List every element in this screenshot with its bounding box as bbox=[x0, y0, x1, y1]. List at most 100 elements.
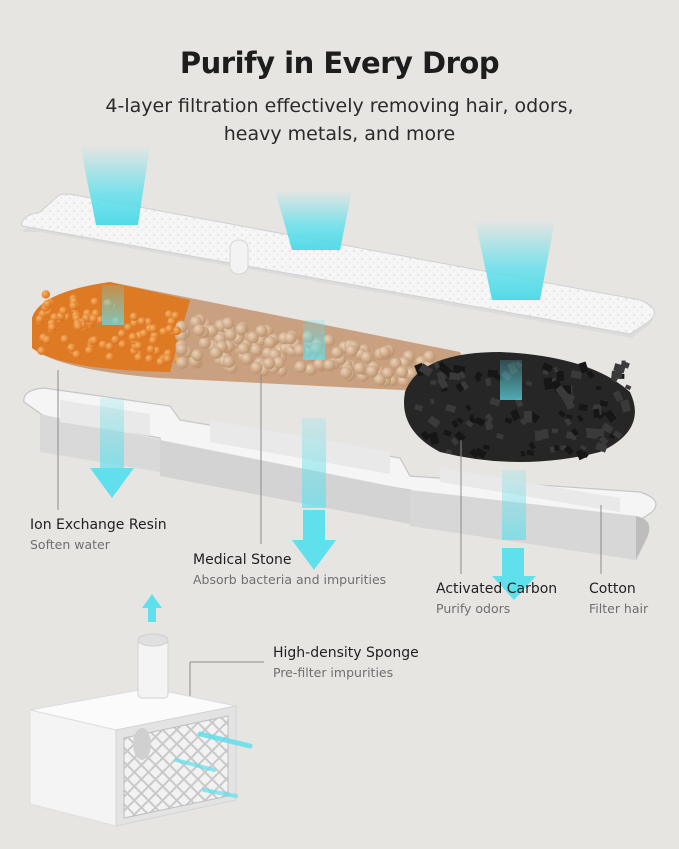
stone-bead bbox=[198, 337, 211, 349]
layer-name: Cotton bbox=[589, 581, 636, 597]
resin-bead bbox=[41, 290, 50, 299]
layer-description: Soften water bbox=[30, 537, 110, 552]
resin-bead bbox=[111, 335, 120, 344]
carbon-chunk bbox=[616, 369, 623, 379]
carbon-chunk bbox=[575, 449, 586, 461]
carbon-chunk bbox=[624, 384, 632, 391]
resin-bead bbox=[60, 334, 69, 344]
resin-bead bbox=[73, 322, 83, 331]
carbon-chunk bbox=[526, 449, 535, 456]
carbon-chunk bbox=[487, 369, 498, 378]
resin-bead bbox=[134, 353, 143, 362]
callout-lines bbox=[57, 370, 602, 708]
carbon-chunk bbox=[564, 417, 572, 427]
carbon-chunk bbox=[465, 419, 474, 428]
carbon-chunk bbox=[474, 374, 481, 382]
carbon-chunk bbox=[593, 408, 600, 418]
stone-bead bbox=[340, 366, 352, 379]
stone-bead bbox=[241, 352, 254, 365]
carbon-chunk bbox=[474, 417, 486, 427]
resin-bead bbox=[129, 312, 139, 321]
layer-description: Purify odors bbox=[436, 601, 511, 616]
resin-bead bbox=[89, 314, 98, 324]
subtitle-line-1: 4-layer filtration effectively removing … bbox=[105, 95, 574, 117]
stone-bead bbox=[247, 331, 259, 344]
carbon-chunk bbox=[455, 382, 465, 393]
carbon-chunk bbox=[475, 371, 483, 379]
resin-bead bbox=[69, 301, 78, 310]
resin-bead bbox=[165, 324, 174, 334]
stone-bead bbox=[331, 346, 344, 359]
stone-bead bbox=[193, 324, 206, 337]
carbon-chunk bbox=[534, 430, 543, 441]
resin-bead bbox=[145, 354, 154, 363]
resin-bead bbox=[72, 350, 81, 359]
resin-bead bbox=[163, 354, 172, 363]
carbon-chunk bbox=[612, 390, 624, 403]
stone-bead bbox=[378, 346, 391, 359]
carbon-chunk bbox=[487, 424, 494, 429]
layer-description: Filter hair bbox=[589, 601, 649, 616]
carbon-chunk bbox=[449, 372, 461, 380]
carbon-chunk bbox=[523, 410, 533, 423]
carbon-chunk bbox=[586, 370, 595, 379]
carbon-chunk bbox=[541, 362, 553, 373]
resin-bead bbox=[156, 357, 165, 367]
resin-bead bbox=[172, 326, 181, 336]
water-streams bbox=[102, 285, 522, 400]
label-cotton: Cotton Filter hair bbox=[589, 580, 648, 618]
resin-bead bbox=[85, 346, 94, 355]
carbon-chunk bbox=[599, 435, 609, 445]
resin-bead bbox=[164, 310, 174, 319]
label-ion-exchange-resin: Ion Exchange Resin Soften water bbox=[30, 516, 167, 554]
stone-bead bbox=[423, 350, 436, 363]
stone-bead bbox=[373, 373, 386, 386]
carbon-chunk bbox=[585, 427, 592, 433]
resin-bead bbox=[98, 340, 108, 349]
resin-bead bbox=[105, 352, 115, 362]
carbon-chunk bbox=[468, 417, 476, 423]
stone-bead bbox=[366, 365, 379, 378]
carbon-chunk bbox=[510, 409, 521, 421]
carbon-chunk bbox=[549, 446, 555, 453]
stone-bead bbox=[176, 356, 189, 369]
resin-bead bbox=[167, 317, 176, 326]
carbon-chunk bbox=[519, 418, 527, 426]
stone-bead bbox=[272, 356, 285, 369]
resin-bead bbox=[130, 318, 139, 328]
carbon-chunk bbox=[495, 433, 504, 440]
layer-description: Absorb bacteria and impurities bbox=[193, 572, 387, 587]
carbon-chunk bbox=[433, 361, 440, 369]
carbon-chunk bbox=[520, 450, 526, 457]
stone-bead bbox=[284, 332, 297, 345]
stone-bead bbox=[345, 344, 358, 357]
stone-bead bbox=[381, 367, 394, 380]
resin-bead bbox=[118, 340, 127, 349]
carbon-chunk bbox=[429, 398, 435, 405]
label-medical-stone: Medical Stone Absorb bacteria and impuri… bbox=[193, 551, 386, 589]
carbon-chunk bbox=[551, 428, 559, 433]
carbon-chunk bbox=[620, 399, 632, 413]
carbon-chunk bbox=[489, 397, 501, 407]
carbon-chunk bbox=[430, 380, 437, 385]
stone-bead bbox=[389, 357, 402, 370]
resin-bead bbox=[47, 323, 57, 332]
carbon-chunk bbox=[414, 404, 423, 412]
pump-part-description: Pre-filter impurities bbox=[273, 665, 394, 680]
carbon-chunk bbox=[553, 366, 559, 373]
carbon-chunk bbox=[456, 417, 464, 424]
carbon-chunk bbox=[540, 428, 549, 440]
carbon-chunk bbox=[436, 376, 449, 390]
layer-name: Medical Stone bbox=[193, 552, 292, 568]
stone-bead bbox=[304, 363, 317, 376]
resin-bead bbox=[144, 317, 153, 327]
carbon-chunk bbox=[578, 361, 589, 374]
stone-bead bbox=[353, 362, 366, 375]
resin-bead bbox=[128, 332, 138, 342]
carbon-chunk bbox=[581, 451, 589, 459]
stone-bead bbox=[206, 324, 218, 337]
stone-bead bbox=[294, 361, 307, 373]
stone-bead bbox=[360, 351, 373, 364]
